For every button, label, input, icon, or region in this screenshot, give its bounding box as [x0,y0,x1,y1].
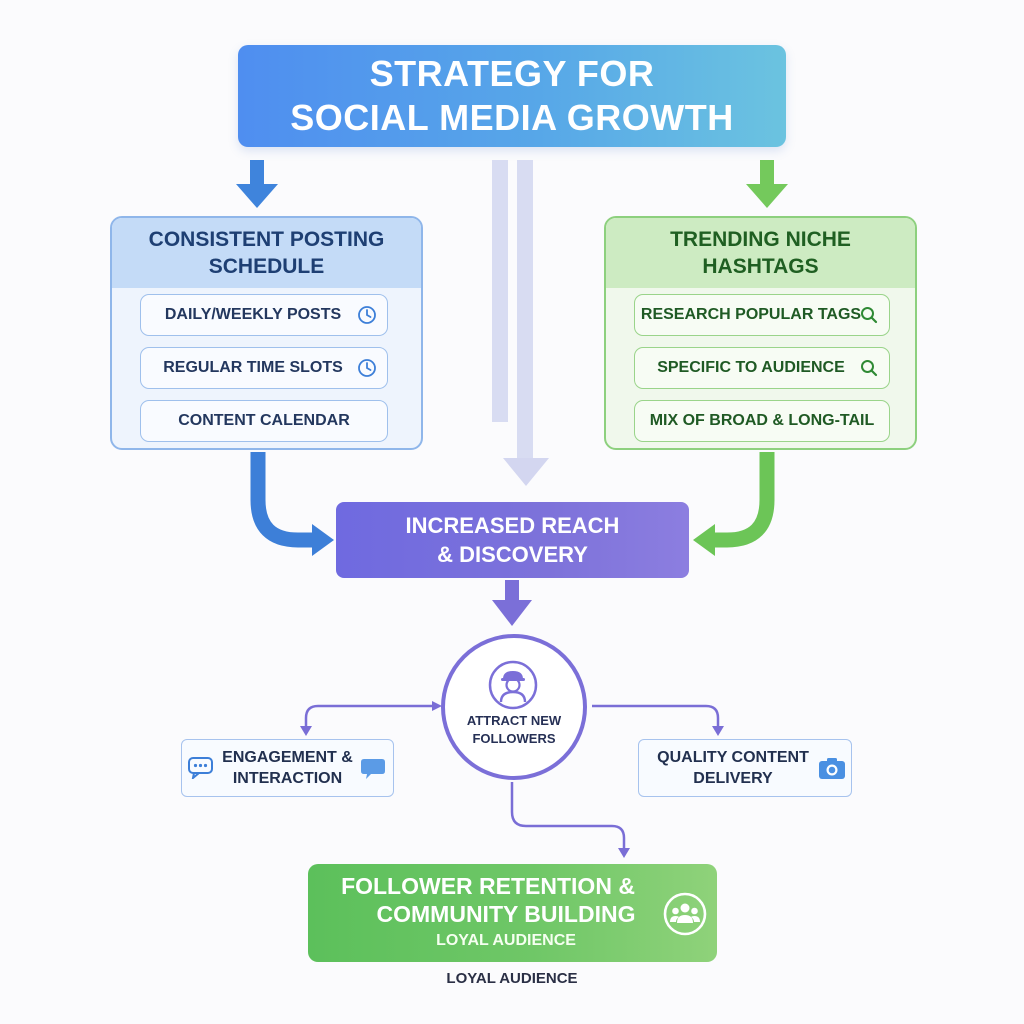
title-line-2: SOCIAL MEDIA GROWTH [290,97,734,138]
research-popular-tags-item: RESEARCH POPULAR TAGS [634,294,890,336]
arrow-hashtags-to-reach [693,452,775,556]
content-calendar-label: CONTENT CALENDAR [178,412,350,429]
engagement-interaction-node: ENGAGEMENT & INTERACTION [181,739,394,797]
posting-heading-line-1: CONSISTENT POSTING [148,228,385,251]
clock-icon [358,306,376,324]
arrow-title-to-hashtags [746,160,788,208]
regular-time-slots-item: REGULAR TIME SLOTS [140,347,388,389]
arrow-title-to-posting [236,160,278,208]
quality-line-1: QUALITY CONTENT [657,749,809,766]
content-calendar-item: CONTENT CALENDAR [140,400,388,442]
magnifier-icon [861,307,878,324]
reach-line-2: & DISCOVERY [437,542,588,567]
mix-broad-long-tail-item: MIX OF BROAD & LONG-TAIL [634,400,890,442]
research-popular-tags-label: RESEARCH POPULAR TAGS [640,306,862,323]
retention-line-2: COMMUNITY BUILDING [376,901,636,927]
arrow-posting-to-reach [250,452,334,556]
engagement-line-2: INTERACTION [232,770,343,787]
attract-followers-label: ATTRACT NEW FOLLOWERS [441,712,587,748]
mix-broad-long-tail-label: MIX OF BROAD & LONG-TAIL [649,412,875,429]
speech-bubble-icon [361,759,385,779]
posting-schedule-heading: CONSISTENT POSTING SCHEDULE [112,218,421,288]
arrow-attract-to-retention [510,782,630,858]
community-icon [663,892,707,936]
retention-line-1: FOLLOWER RETENTION & [341,873,635,899]
increased-reach-node: INCREASED REACH & DISCOVERY [336,502,689,578]
arrow-attract-to-engagement [300,701,442,736]
posting-heading-line-2: SCHEDULE [208,255,325,278]
chat-bubble-icon [188,757,213,779]
diagram-title: STRATEGY FOR SOCIAL MEDIA GROWTH [238,45,786,147]
arrow-attract-to-quality [592,704,724,736]
hashtags-heading-line-2: HASHTAGS [702,255,819,278]
trending-hashtags-heading: TRENDING NICHE HASHTAGS [606,218,915,288]
clock-icon [358,359,376,377]
attract-line-1: ATTRACT NEW [466,713,562,728]
arrow-reach-to-attract [492,580,532,626]
specific-to-audience-item: SPECIFIC TO AUDIENCE [634,347,890,389]
trending-hashtags-panel: TRENDING NICHE HASHTAGS RESEARCH POPULAR… [604,216,917,450]
engagement-line-1: ENGAGEMENT & [222,749,353,766]
regular-time-slots-label: REGULAR TIME SLOTS [163,359,343,376]
posting-schedule-panel: CONSISTENT POSTING SCHEDULE DAILY/WEEKLY… [110,216,423,450]
daily-weekly-posts-label: DAILY/WEEKLY POSTS [164,306,342,323]
reach-line-1: INCREASED REACH [405,513,620,538]
camera-icon [819,758,845,779]
magnifier-icon [861,360,878,377]
retention-subtitle: LOYAL AUDIENCE [436,932,576,949]
title-line-1: STRATEGY FOR [369,53,655,94]
quality-line-2: DELIVERY [693,770,773,787]
loyal-audience-caption: LOYAL AUDIENCE [446,970,578,987]
arrow-title-to-reach [492,160,549,486]
quality-content-node: QUALITY CONTENT DELIVERY [638,739,852,797]
user-icon [488,660,538,710]
specific-to-audience-label: SPECIFIC TO AUDIENCE [657,359,845,376]
follower-retention-node: FOLLOWER RETENTION & COMMUNITY BUILDING … [308,864,717,962]
hashtags-heading-line-1: TRENDING NICHE [670,228,851,251]
attract-line-2: FOLLOWERS [472,731,556,746]
daily-weekly-posts-item: DAILY/WEEKLY POSTS [140,294,388,336]
